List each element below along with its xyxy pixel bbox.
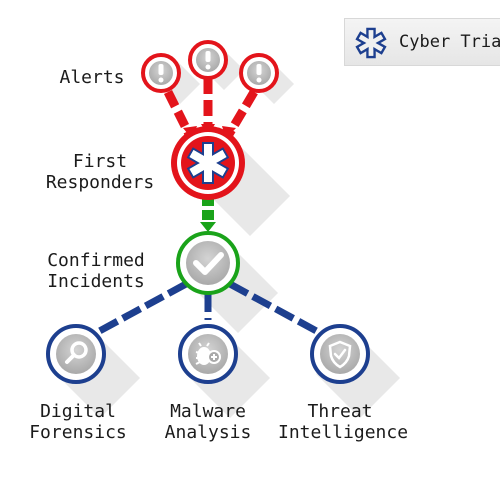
alerts-label: Alerts bbox=[59, 67, 125, 88]
checkmark-icon bbox=[193, 252, 224, 275]
shield-check-icon bbox=[328, 340, 352, 369]
alert-node-1 bbox=[141, 53, 181, 93]
star-of-life-icon bbox=[186, 142, 230, 184]
outcome-connectors bbox=[92, 280, 324, 338]
threat-intelligence-label: Threat Intelligence bbox=[278, 401, 409, 443]
alert-node-3 bbox=[239, 53, 279, 93]
exclamation-icon bbox=[256, 64, 262, 83]
digital-forensics-node bbox=[46, 324, 106, 384]
exclamation-icon bbox=[205, 51, 211, 70]
brand-badge: Cyber Triag bbox=[344, 18, 500, 66]
magnifier-icon bbox=[65, 341, 88, 364]
confirmed-incidents-node bbox=[176, 231, 240, 295]
bug-icon bbox=[195, 342, 221, 365]
alert-connectors bbox=[163, 78, 258, 139]
alert-node-2 bbox=[188, 40, 228, 80]
first-responders-node bbox=[171, 126, 245, 200]
malware-analysis-label: Malware Analysis bbox=[164, 401, 252, 443]
malware-analysis-node bbox=[178, 324, 238, 384]
first-responders-label: First Responders bbox=[45, 151, 155, 193]
triage-star-icon bbox=[355, 27, 387, 59]
threat-intelligence-node bbox=[310, 324, 370, 384]
brand-name: Cyber Triag bbox=[399, 32, 500, 52]
digital-forensics-label: Digital Forensics bbox=[29, 401, 127, 443]
exclamation-icon bbox=[158, 64, 164, 83]
confirmed-incidents-label: Confirmed Incidents bbox=[47, 250, 145, 292]
confirm-connector bbox=[200, 196, 216, 232]
